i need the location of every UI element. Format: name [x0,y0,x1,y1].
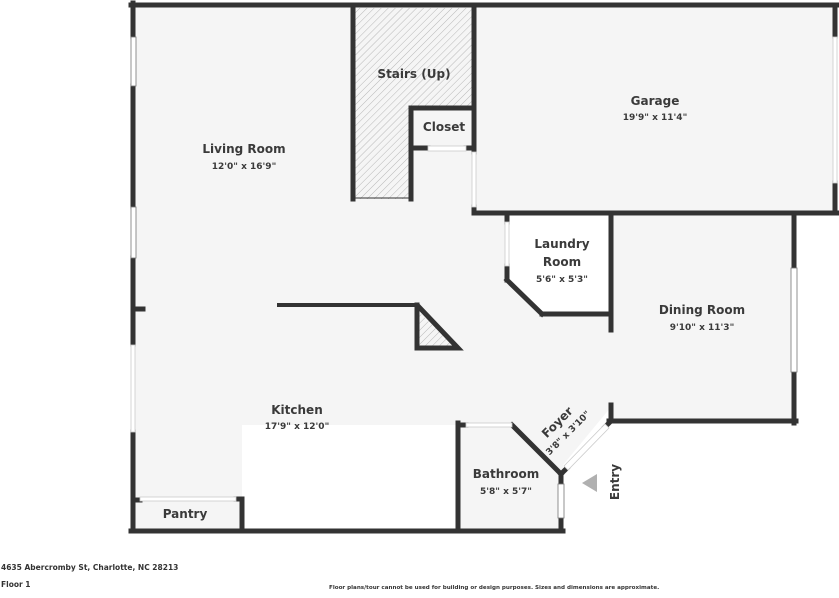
pantry-name: Pantry [163,507,208,521]
door-pantry [139,496,237,502]
garage-floor [474,6,835,213]
windows [130,36,838,519]
living-kitchen-floor [134,6,794,529]
window-living-2 [130,206,137,259]
laundry-room-name-line1: Laundry [534,237,589,251]
closet-name: Closet [423,120,465,134]
dining-room-name: Dining Room [659,303,745,317]
bathroom-dimensions: 5'8" x 5'7" [480,487,532,497]
living-room-dimensions: 12'0" x 16'9" [212,162,277,172]
entry-label: Entry [608,464,622,500]
living-room-name: Living Room [202,142,285,156]
floor-areas [134,6,835,529]
window-garage [832,36,838,184]
stairs-name: Stairs (Up) [377,67,450,81]
pantry-floor [136,500,240,528]
door-closet [427,145,467,152]
door-entry [563,423,610,471]
kitchen-name: Kitchen [271,403,323,417]
garage-name: Garage [631,94,680,108]
door-bathroom [465,422,513,428]
window-bathroom [557,483,565,519]
kitchen-dimensions: 17'9" x 12'0" [265,422,330,432]
door-laundry [504,221,510,267]
door-garage [471,151,477,208]
laundry-room-name-line2: Room [543,255,581,269]
bathroom-name: Bathroom [473,467,539,481]
disclaimer: Floor plans/tour cannot be used for buil… [329,585,660,591]
garage-dimensions: 19'9" x 11'4" [623,113,688,123]
property-address: 4635 Abercromby St, Charlotte, NC 28213 [1,563,179,572]
window-dining [790,267,798,373]
window-living-1 [130,36,137,87]
window-kitchen [130,344,136,433]
floor-label: Floor 1 [1,580,31,589]
entry-arrow-icon [582,474,597,492]
stairs-floor [355,8,474,199]
closet-floor [413,110,471,148]
walls [128,0,839,534]
laundry-room-dimensions: 5'6" x 5'3" [536,275,588,285]
dining-room-dimensions: 9'10" x 11'3" [670,323,735,333]
